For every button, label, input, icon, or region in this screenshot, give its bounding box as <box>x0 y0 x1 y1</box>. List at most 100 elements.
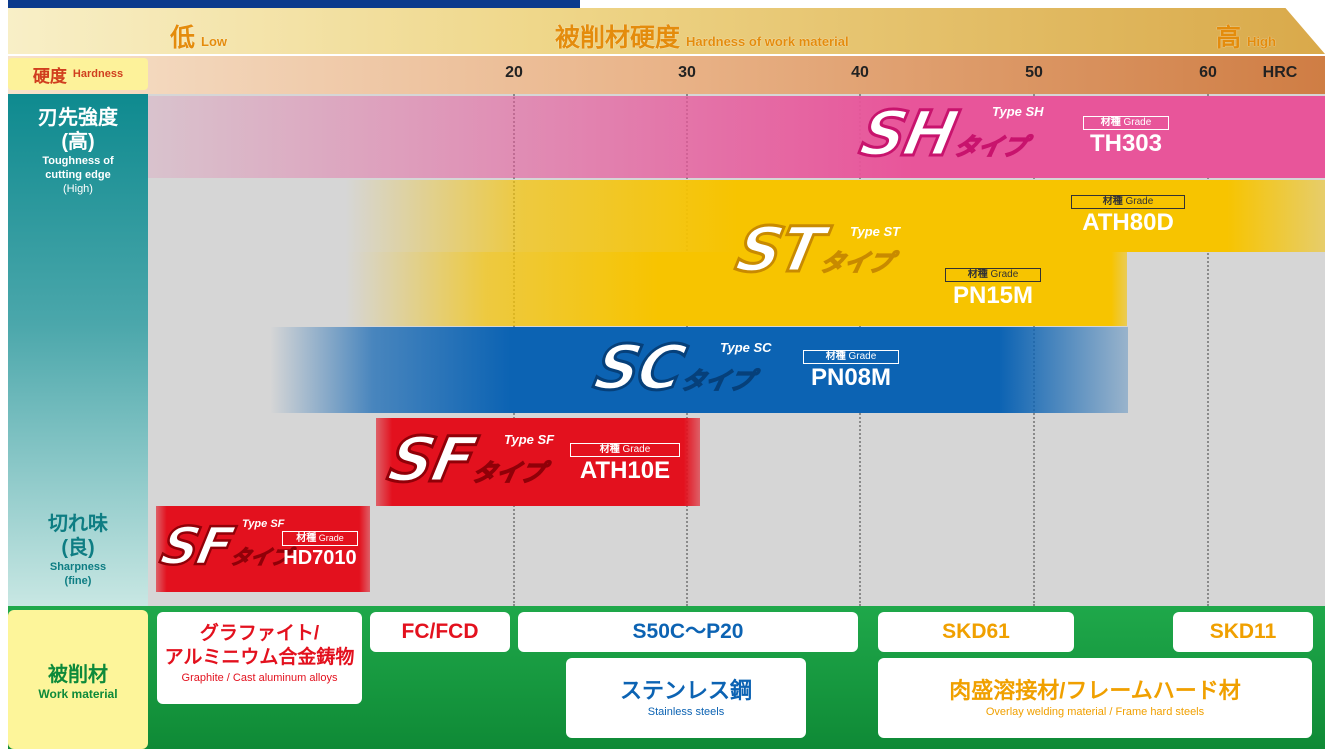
logo-sh-type: Type SH <box>992 104 1044 119</box>
material-stainless-jp: ステンレス鋼 <box>619 678 752 703</box>
grade-st-upper-label-en: Grade <box>1125 196 1154 207</box>
grade-st-upper: 材種 Grade ATH80D <box>1071 195 1185 237</box>
sharpness-en-2: (fine) <box>64 575 92 587</box>
grade-sf-2-name: HD7010 <box>283 547 357 569</box>
logo-st-kana: タイプ <box>817 248 896 278</box>
grade-sf-2-label-jp: 材種 <box>296 533 317 544</box>
material-skd61: SKD61 <box>878 612 1074 652</box>
toughness-jp-high: (高) <box>61 131 95 153</box>
logo-sf-1: SFタイプ Type SF <box>381 422 554 498</box>
material-graphite: グラファイト/ アルミニウム合金鋳物 Graphite / Cast alumi… <box>157 612 362 704</box>
logo-sc-kana: タイプ <box>678 366 757 396</box>
grade-sc-label: 材種 Grade <box>803 350 899 364</box>
tick-40: 40 <box>851 64 869 81</box>
hardness-label-jp: 硬度 <box>32 66 67 86</box>
top-accent-strip <box>8 0 580 8</box>
grade-sf-1-label-jp: 材種 <box>599 444 620 455</box>
band-st-upper <box>345 180 1325 252</box>
gridline-60 <box>1207 94 1209 606</box>
grade-st-lower-label-jp: 材種 <box>967 269 988 280</box>
tick-60: 60 <box>1199 64 1217 81</box>
material-fc-fcd: FC/FCD <box>370 612 510 652</box>
hardness-label: 硬度 Hardness <box>8 58 148 90</box>
tick-20: 20 <box>505 64 523 81</box>
logo-sf-1-type: Type SF <box>504 432 555 447</box>
sharpness-label: 切れ味 (良) Sharpness (fine) <box>8 512 148 588</box>
grade-sc-name: PN08M <box>810 364 892 391</box>
material-graphite-jp-1: グラファイト/ <box>199 623 320 644</box>
hardness-header-arrow <box>8 8 1325 54</box>
grade-sh-label-en: Grade <box>1123 117 1152 128</box>
logo-sc-type: Type SC <box>720 340 772 355</box>
grade-st-lower: 材種 Grade PN15M <box>945 268 1041 310</box>
work-material-label: 被削材 Work material <box>8 610 148 749</box>
tick-50: 50 <box>1025 64 1043 81</box>
header-title-jp: 被削材硬度 <box>555 24 681 52</box>
grade-sh-label-jp: 材種 <box>1100 117 1121 128</box>
grade-sf-1: 材種 Grade ATH10E <box>570 443 680 485</box>
toughness-en-3: (High) <box>63 183 93 195</box>
logo-sf-2-letters: SF <box>154 516 238 579</box>
material-skd11: SKD11 <box>1173 612 1313 652</box>
grade-sc: 材種 Grade PN08M <box>803 350 899 392</box>
grade-st-lower-label-en: Grade <box>990 269 1019 280</box>
logo-sh-kana: タイプ <box>950 132 1029 162</box>
logo-sf-1-kana: タイプ <box>469 458 548 488</box>
logo-sf-1-letters: SF <box>381 422 483 498</box>
material-overlay-jp: 肉盛溶接材/フレームハード材 <box>949 678 1241 703</box>
band-st-lower <box>345 252 1127 326</box>
material-graphite-jp-2: アルミニウム合金鋳物 <box>164 647 355 668</box>
work-material-jp: 被削材 <box>48 664 108 686</box>
sharpness-jp: 切れ味 <box>48 513 108 535</box>
logo-st-letters: ST <box>729 212 830 288</box>
grade-st-lower-label: 材種 Grade <box>945 268 1041 282</box>
grade-st-upper-label-jp: 材種 <box>1102 196 1123 207</box>
toughness-en-1: Toughness of <box>42 155 114 167</box>
material-graphite-en: Graphite / Cast aluminum alloys <box>181 672 338 684</box>
grade-sf-1-label: 材種 Grade <box>570 443 680 457</box>
edge-property-column <box>8 94 148 606</box>
band-sh <box>148 96 1325 178</box>
grade-sf-1-label-en: Grade <box>622 444 651 455</box>
material-overlay: 肉盛溶接材/フレームハード材 Overlay welding material … <box>878 658 1312 738</box>
header-high-jp: 高 <box>1216 24 1242 52</box>
grade-sh-name: TH303 <box>1089 130 1163 157</box>
logo-st-type: Type ST <box>850 224 901 239</box>
header-title-en: Hardness of work material <box>686 34 849 49</box>
sharpness-jp-good: (良) <box>61 537 95 559</box>
header-title: 被削材硬度 Hardness of work material <box>555 18 849 54</box>
tick-30: 30 <box>678 64 696 81</box>
logo-sf-2-type: Type SF <box>242 518 285 530</box>
header-high-en: High <box>1247 34 1276 49</box>
grade-sf-2-label-en: Grade <box>318 533 344 543</box>
sharpness-en-1: Sharpness <box>49 561 107 573</box>
grade-sc-label-jp: 材種 <box>825 351 846 362</box>
header-low: 低 Low <box>170 18 227 54</box>
band-sf-2 <box>156 506 370 592</box>
grade-sf-2: 材種 Grade HD7010 <box>282 531 358 570</box>
grade-sf-2-label: 材種 Grade <box>282 531 358 546</box>
logo-st: STタイプ Type ST <box>729 212 900 288</box>
logo-sh: SHタイプ Type SH <box>853 96 1044 172</box>
material-overlay-en: Overlay welding material / Frame hard st… <box>985 706 1205 718</box>
logo-sh-letters: SH <box>853 96 964 172</box>
header-low-jp: 低 <box>170 24 196 52</box>
header-high: 高 High <box>1216 18 1276 54</box>
material-stainless: ステンレス鋼 Stainless steels <box>566 658 806 738</box>
grade-sc-label-en: Grade <box>848 351 877 362</box>
logo-sc: SCタイプ Type SC <box>587 330 772 406</box>
hardness-axis-row <box>8 56 1325 94</box>
material-stainless-en: Stainless steels <box>647 706 725 718</box>
toughness-label: 刃先強度 (高) Toughness of cutting edge (High… <box>8 106 148 196</box>
band-sc <box>270 327 1128 413</box>
hardness-label-en: Hardness <box>72 68 124 80</box>
grade-sh: 材種 Grade TH303 <box>1083 116 1169 158</box>
grade-st-upper-name: ATH80D <box>1082 209 1174 236</box>
grade-st-lower-name: PN15M <box>952 282 1034 309</box>
toughness-en-2: cutting edge <box>45 169 111 181</box>
work-material-en: Work material <box>38 687 118 701</box>
logo-sf-2: SFタイプ Type SF <box>154 514 293 580</box>
header-low-en: Low <box>201 34 228 49</box>
material-s50c-p20: S50C〜P20 <box>518 612 858 652</box>
grade-sh-label: 材種 Grade <box>1083 116 1169 130</box>
